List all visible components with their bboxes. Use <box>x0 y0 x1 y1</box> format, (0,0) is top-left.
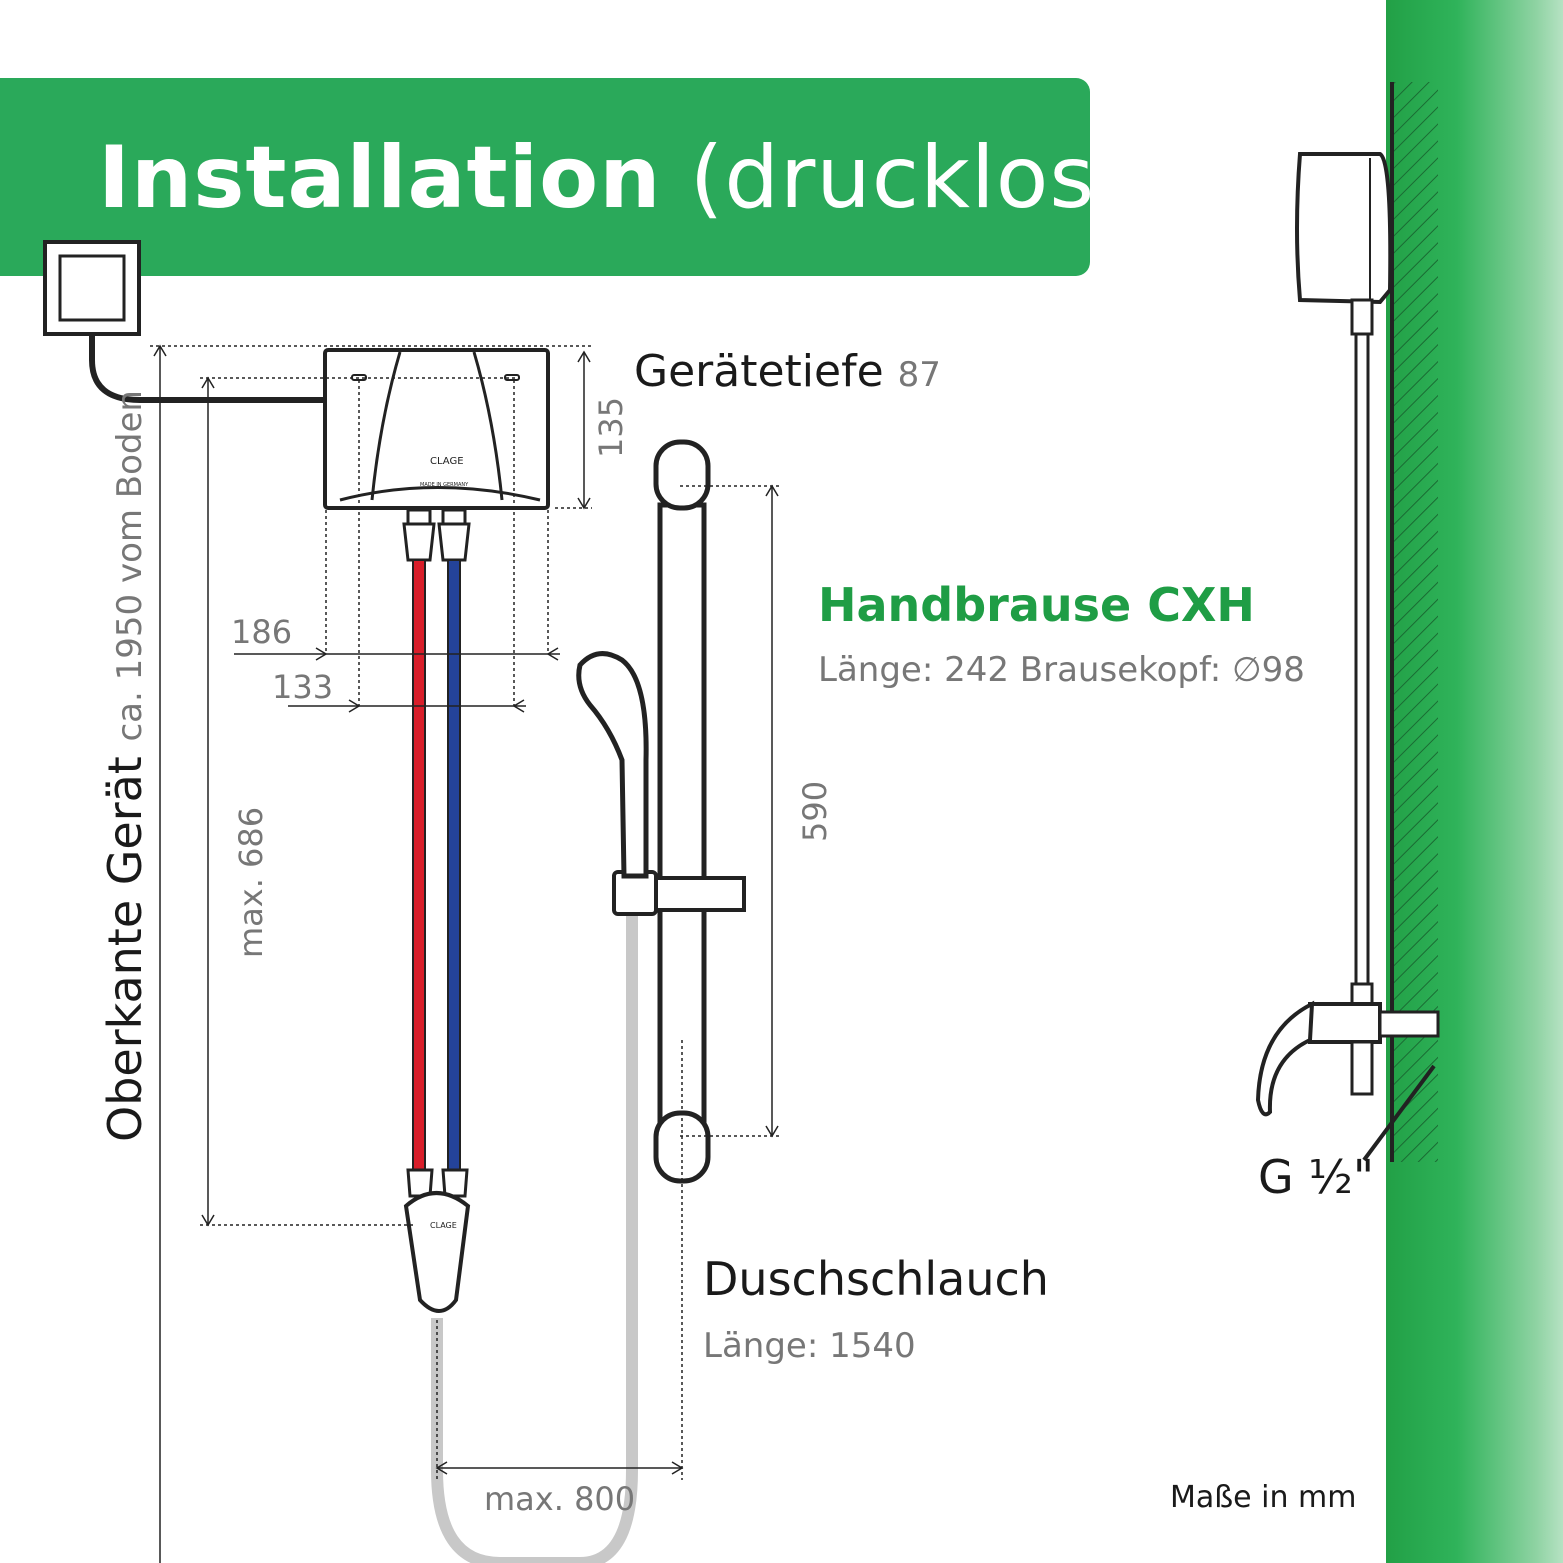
heater-made-in: MADE IN GERMANY <box>420 482 469 488</box>
page-title: Installation (drucklos) <box>98 128 1130 228</box>
title-bold: Installation <box>98 128 662 228</box>
cold-water-pipe <box>447 559 461 1171</box>
dimension-max-800: max. 800 <box>484 1480 636 1518</box>
hand-shower <box>576 651 649 879</box>
shower-hose-title: Duschschlauch <box>703 1252 1049 1306</box>
thread-size-label: G ½" <box>1258 1150 1375 1204</box>
device-depth-value: 87 <box>897 355 941 395</box>
dimension-lines <box>150 345 780 1563</box>
shower-mixer: CLAGE <box>403 1168 471 1313</box>
title-banner <box>0 78 1090 276</box>
power-cable <box>89 334 326 403</box>
shower-hose <box>431 910 638 1563</box>
top-edge-label: Oberkante Gerät ca. 1950 vom Boden <box>98 390 152 1142</box>
device-depth-title: Gerätetiefe <box>634 346 884 397</box>
pipe-fittings <box>402 508 471 562</box>
dimension-135: 135 <box>592 396 630 458</box>
dimension-186: 186 <box>231 613 293 651</box>
dimension-133: 133 <box>272 668 334 706</box>
top-edge-height: ca. 1950 vom Boden <box>110 390 150 742</box>
power-socket <box>43 240 141 336</box>
heater-logo: CLAGE <box>430 456 464 467</box>
side-view <box>1255 82 1440 1162</box>
shower-rail <box>612 439 746 1184</box>
device-depth-label: Gerätetiefe 87 <box>634 346 941 397</box>
title-light: (drucklos) <box>689 128 1130 228</box>
dimension-590: 590 <box>796 780 834 842</box>
hot-water-pipe <box>412 559 426 1171</box>
units-note: Maße in mm <box>1170 1480 1357 1515</box>
hand-shower-title: Handbrause CXH <box>818 578 1255 632</box>
top-edge-title: Oberkante Gerät <box>98 756 152 1142</box>
dimension-max-686: max. 686 <box>232 806 270 958</box>
hand-shower-spec: Länge: 242 Brausekopf: ∅98 <box>818 650 1305 690</box>
dimension-arrowheads <box>153 344 779 1475</box>
mixer-logo: CLAGE <box>430 1221 457 1230</box>
shower-hose-spec: Länge: 1540 <box>703 1326 916 1366</box>
